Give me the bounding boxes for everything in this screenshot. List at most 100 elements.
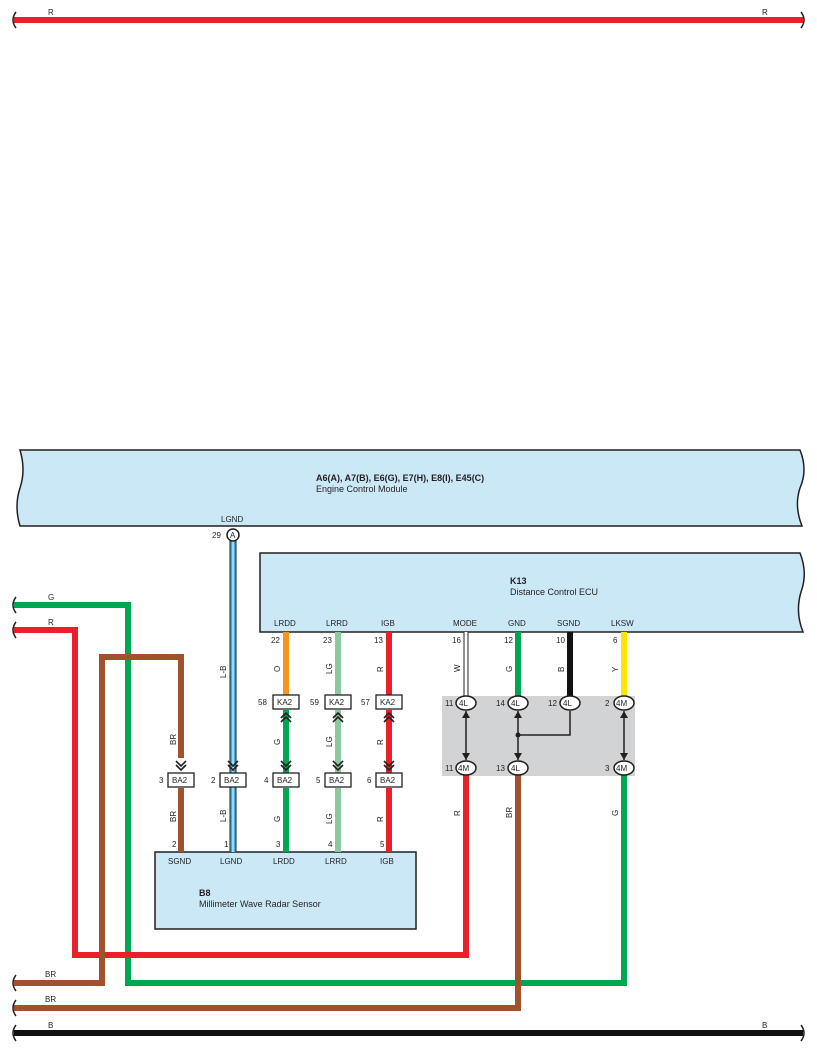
junction-connector: 4L 13	[496, 760, 529, 776]
sensor-terminal-lrrd-pin: 4	[328, 840, 333, 849]
ka2-connector: KA2 59	[310, 694, 352, 723]
junction-connector-box	[442, 696, 635, 776]
igb-upper-label: R	[376, 666, 385, 672]
gnd-upper-label: G	[505, 666, 514, 672]
ka2-connector-label: KA2	[380, 698, 396, 707]
ba2-connector: BA2 6	[367, 760, 403, 788]
ecu-terminal-gnd-name: GND	[508, 619, 526, 628]
ecm-panel-shape	[16, 449, 805, 527]
ba2-connector-pin: 5	[316, 776, 321, 785]
sensor-terminal-igb-name: IGB	[380, 857, 394, 866]
junction-connector-label: 4L	[511, 764, 520, 773]
ecu-terminal-lksw-name: LKSW	[611, 619, 634, 628]
bottom-right-b-label: B	[762, 1021, 767, 1030]
junction-connector-pin: 14	[496, 699, 505, 708]
ecm-name: Engine Control Module	[316, 484, 408, 494]
ka2-connector-label: KA2	[329, 698, 345, 707]
left-br-top-label: BR	[45, 970, 56, 979]
r-break-icon	[12, 621, 17, 639]
g-break-icon	[12, 596, 17, 614]
ba2-connector-pin: 3	[159, 776, 164, 785]
ba2-connector: BA2 2	[211, 760, 247, 788]
lgnd-upper-label: L-B	[219, 666, 228, 678]
ba2-connector-pin: 6	[367, 776, 372, 785]
mode-upper-label: W	[453, 664, 462, 672]
sensor-terminal-igb-pin: 5	[380, 840, 385, 849]
sensor-terminal-sgnd-pin: 2	[172, 840, 177, 849]
junction-connector-pin: 11	[445, 764, 454, 773]
igb-lower-label: R	[376, 816, 385, 822]
junction-connector-upper-row: 4L 11 4L 14 4L 12 4M 2	[445, 695, 635, 711]
ba2-connector-label: BA2	[172, 776, 188, 785]
ecm-lgnd-connector-icon	[226, 528, 240, 542]
br-route-wire-top	[14, 654, 184, 986]
sensor-terminal-lrdd-pin: 3	[276, 840, 281, 849]
ecu-terminal-sgnd-pin: 10	[556, 636, 565, 645]
junction-connector-pin: 13	[496, 764, 505, 773]
top-left-break-icon	[12, 11, 17, 29]
top-r-wire: R R	[12, 8, 805, 29]
ka2-connector-row: KA2 58 KA2 59 KA2 57	[258, 694, 403, 723]
junction-connector: 4L 11	[445, 695, 477, 711]
ba2-connector: BA2 5	[316, 760, 352, 788]
sensor-code: B8	[199, 888, 211, 898]
junction-connector-pin: 12	[548, 699, 557, 708]
ka2-connector-label: KA2	[277, 698, 293, 707]
lrdd-upper-label: O	[273, 666, 282, 672]
left-r-label: R	[48, 618, 54, 627]
ba2-connector-row: BA2 3 BA2 2 BA2 4 BA2 5 BA2 6	[159, 760, 403, 788]
ecm-lgnd-pin: 29	[212, 531, 221, 540]
ecu-terminal-mode-name: MODE	[453, 619, 477, 628]
ka2-connector: KA2 57	[361, 694, 403, 723]
sgnd-upper-label: BR	[169, 734, 178, 745]
ba2-connector-label: BA2	[224, 776, 240, 785]
ecu-terminals: LRDD 22 LRRD 23 IGB 13 MODE 16 GND 12 SG…	[271, 619, 634, 645]
junction-connector-lower-row: 4M 11 4L 13 4M 3	[445, 760, 635, 776]
junction-arrows	[462, 711, 628, 760]
ecu-terminal-igb-pin: 13	[374, 636, 383, 645]
top-wire-left-label: R	[48, 8, 54, 17]
left-br-bottom-label: BR	[45, 995, 56, 1004]
junction-connector-pin: 2	[605, 699, 610, 708]
sensor-terminals: SGND 2 LGND 1 LRDD 3 LRRD 4 IGB 5	[168, 840, 394, 866]
lrdd-mid-label: G	[273, 739, 282, 745]
sgnd-ecu-upper-label: B	[557, 667, 566, 672]
ecu-code: K13	[510, 576, 527, 586]
ecm-panel: A6(A), A7(B), E6(G), E7(H), E8(I), E45(C…	[16, 449, 805, 527]
junction-connector-label: 4M	[458, 764, 469, 773]
lksw-lower-label: G	[611, 810, 620, 816]
top-right-break-icon	[800, 11, 805, 29]
junction-connector-pin: 11	[445, 699, 454, 708]
ka2-connector: KA2 58	[258, 694, 300, 723]
ba2-connector-label: BA2	[277, 776, 293, 785]
junction-connector-label: 4M	[616, 764, 627, 773]
ecu-terminal-sgnd-name: SGND	[557, 619, 580, 628]
junction-connector-pin: 3	[605, 764, 610, 773]
lrrd-upper-label: LG	[325, 663, 334, 674]
b-left-break-icon	[12, 1024, 17, 1042]
sensor-name: Millimeter Wave Radar Sensor	[199, 899, 321, 909]
r-route-wire	[14, 627, 469, 958]
top-wire-right-label: R	[762, 8, 768, 17]
gnd-lower-label: BR	[505, 807, 514, 818]
b-right-break-icon	[800, 1024, 805, 1042]
br-top-break-icon	[12, 974, 17, 992]
ecu-terminal-mode-pin: 16	[452, 636, 461, 645]
lrrd-mid-label: LG	[325, 736, 334, 747]
ecu-terminal-igb-name: IGB	[381, 619, 395, 628]
lrdd-lower-label: G	[273, 816, 282, 822]
ecu-terminal-gnd-pin: 12	[504, 636, 513, 645]
ecu-name: Distance Control ECU	[510, 587, 598, 597]
lgnd-lower-label: L-B	[219, 810, 228, 822]
ka2-connector-pin: 58	[258, 698, 267, 707]
ba2-connector: BA2 4	[264, 760, 300, 788]
junction-connector: 4L 14	[496, 695, 529, 711]
mode-lower-label: R	[453, 810, 462, 816]
left-g-label: G	[48, 593, 54, 602]
junction-connector: 4M 2	[605, 695, 635, 711]
ecu-terminal-lrdd-pin: 22	[271, 636, 280, 645]
br-route-wire-bottom	[14, 775, 521, 1011]
ecu-terminal-lrdd-name: LRDD	[274, 619, 296, 628]
junction-connector-label: 4L	[459, 699, 468, 708]
junction-connector: 4M 3	[605, 760, 635, 776]
